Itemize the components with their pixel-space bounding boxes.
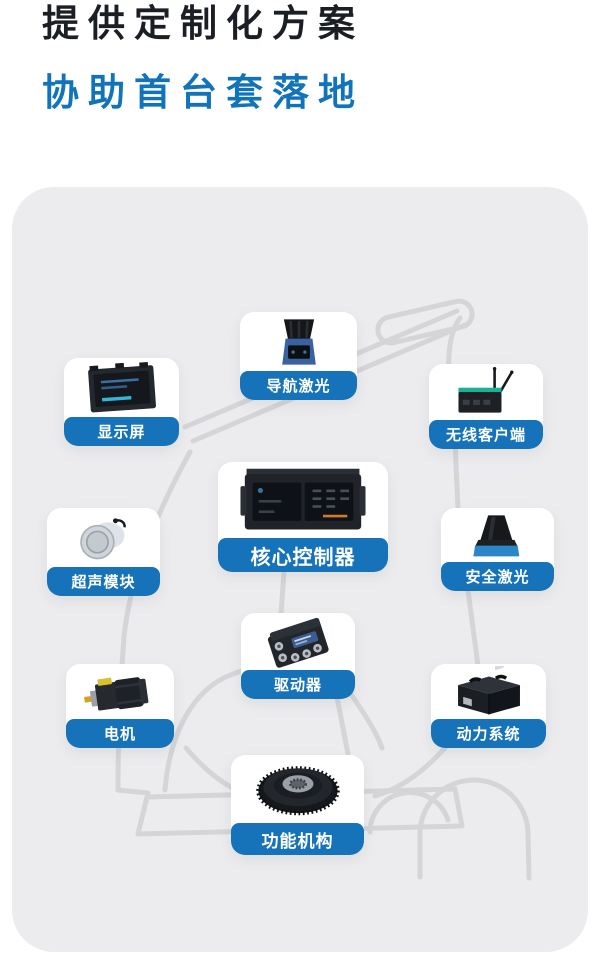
connector-core-driver [278, 569, 287, 617]
component-card-motor: 电机 [66, 664, 174, 748]
component-card-core-controller: 核心控制器 [218, 462, 388, 572]
component-card-power-system: 动力系统 [431, 664, 546, 748]
motor-driver-icon [241, 613, 355, 670]
page-title: 提供定制化方案 协助首台套落地 [42, 3, 364, 113]
diagram-panel: 导航激光 显示屏 [12, 187, 588, 952]
connector-driver-function [334, 694, 351, 757]
connector-power-function [372, 745, 448, 799]
component-card-display: 显示屏 [64, 358, 179, 446]
component-label: 核心控制器 [218, 538, 388, 572]
component-card-driver: 驱动器 [241, 613, 355, 699]
brush-disc-icon [231, 755, 364, 823]
title-line-1: 提供定制化方案 [42, 3, 364, 44]
motor-icon [66, 664, 174, 719]
component-label: 无线客户端 [429, 420, 543, 449]
display-screen-icon [64, 358, 179, 417]
battery-pack-icon [431, 664, 546, 719]
navigation-lidar-icon [240, 312, 357, 371]
component-card-nav-laser: 导航激光 [240, 312, 357, 400]
component-label: 安全激光 [441, 562, 554, 591]
handle-grip-outline [375, 298, 475, 346]
ultrasonic-sensor-icon [47, 508, 160, 567]
connector-safety-power [465, 587, 481, 669]
component-card-wireless-client: 无线客户端 [429, 364, 543, 449]
wheel-inner-arc [367, 789, 451, 835]
wheel-arch-outline [417, 777, 532, 881]
component-card-ultrasonic: 超声模块 [47, 508, 160, 596]
component-label: 导航激光 [240, 371, 357, 400]
controller-box-icon [218, 462, 388, 538]
component-label: 驱动器 [241, 670, 355, 699]
component-card-safety-laser: 安全激光 [441, 508, 554, 591]
component-label: 电机 [66, 719, 174, 748]
wireless-router-icon [429, 364, 543, 420]
component-label: 超声模块 [47, 567, 160, 596]
component-label: 功能机构 [231, 823, 364, 855]
component-label: 动力系统 [431, 719, 546, 748]
component-card-function-mechanism: 功能机构 [231, 755, 364, 855]
component-label: 显示屏 [64, 417, 179, 446]
safety-lidar-icon [441, 508, 554, 562]
title-line-2: 协助首台套落地 [42, 71, 364, 113]
